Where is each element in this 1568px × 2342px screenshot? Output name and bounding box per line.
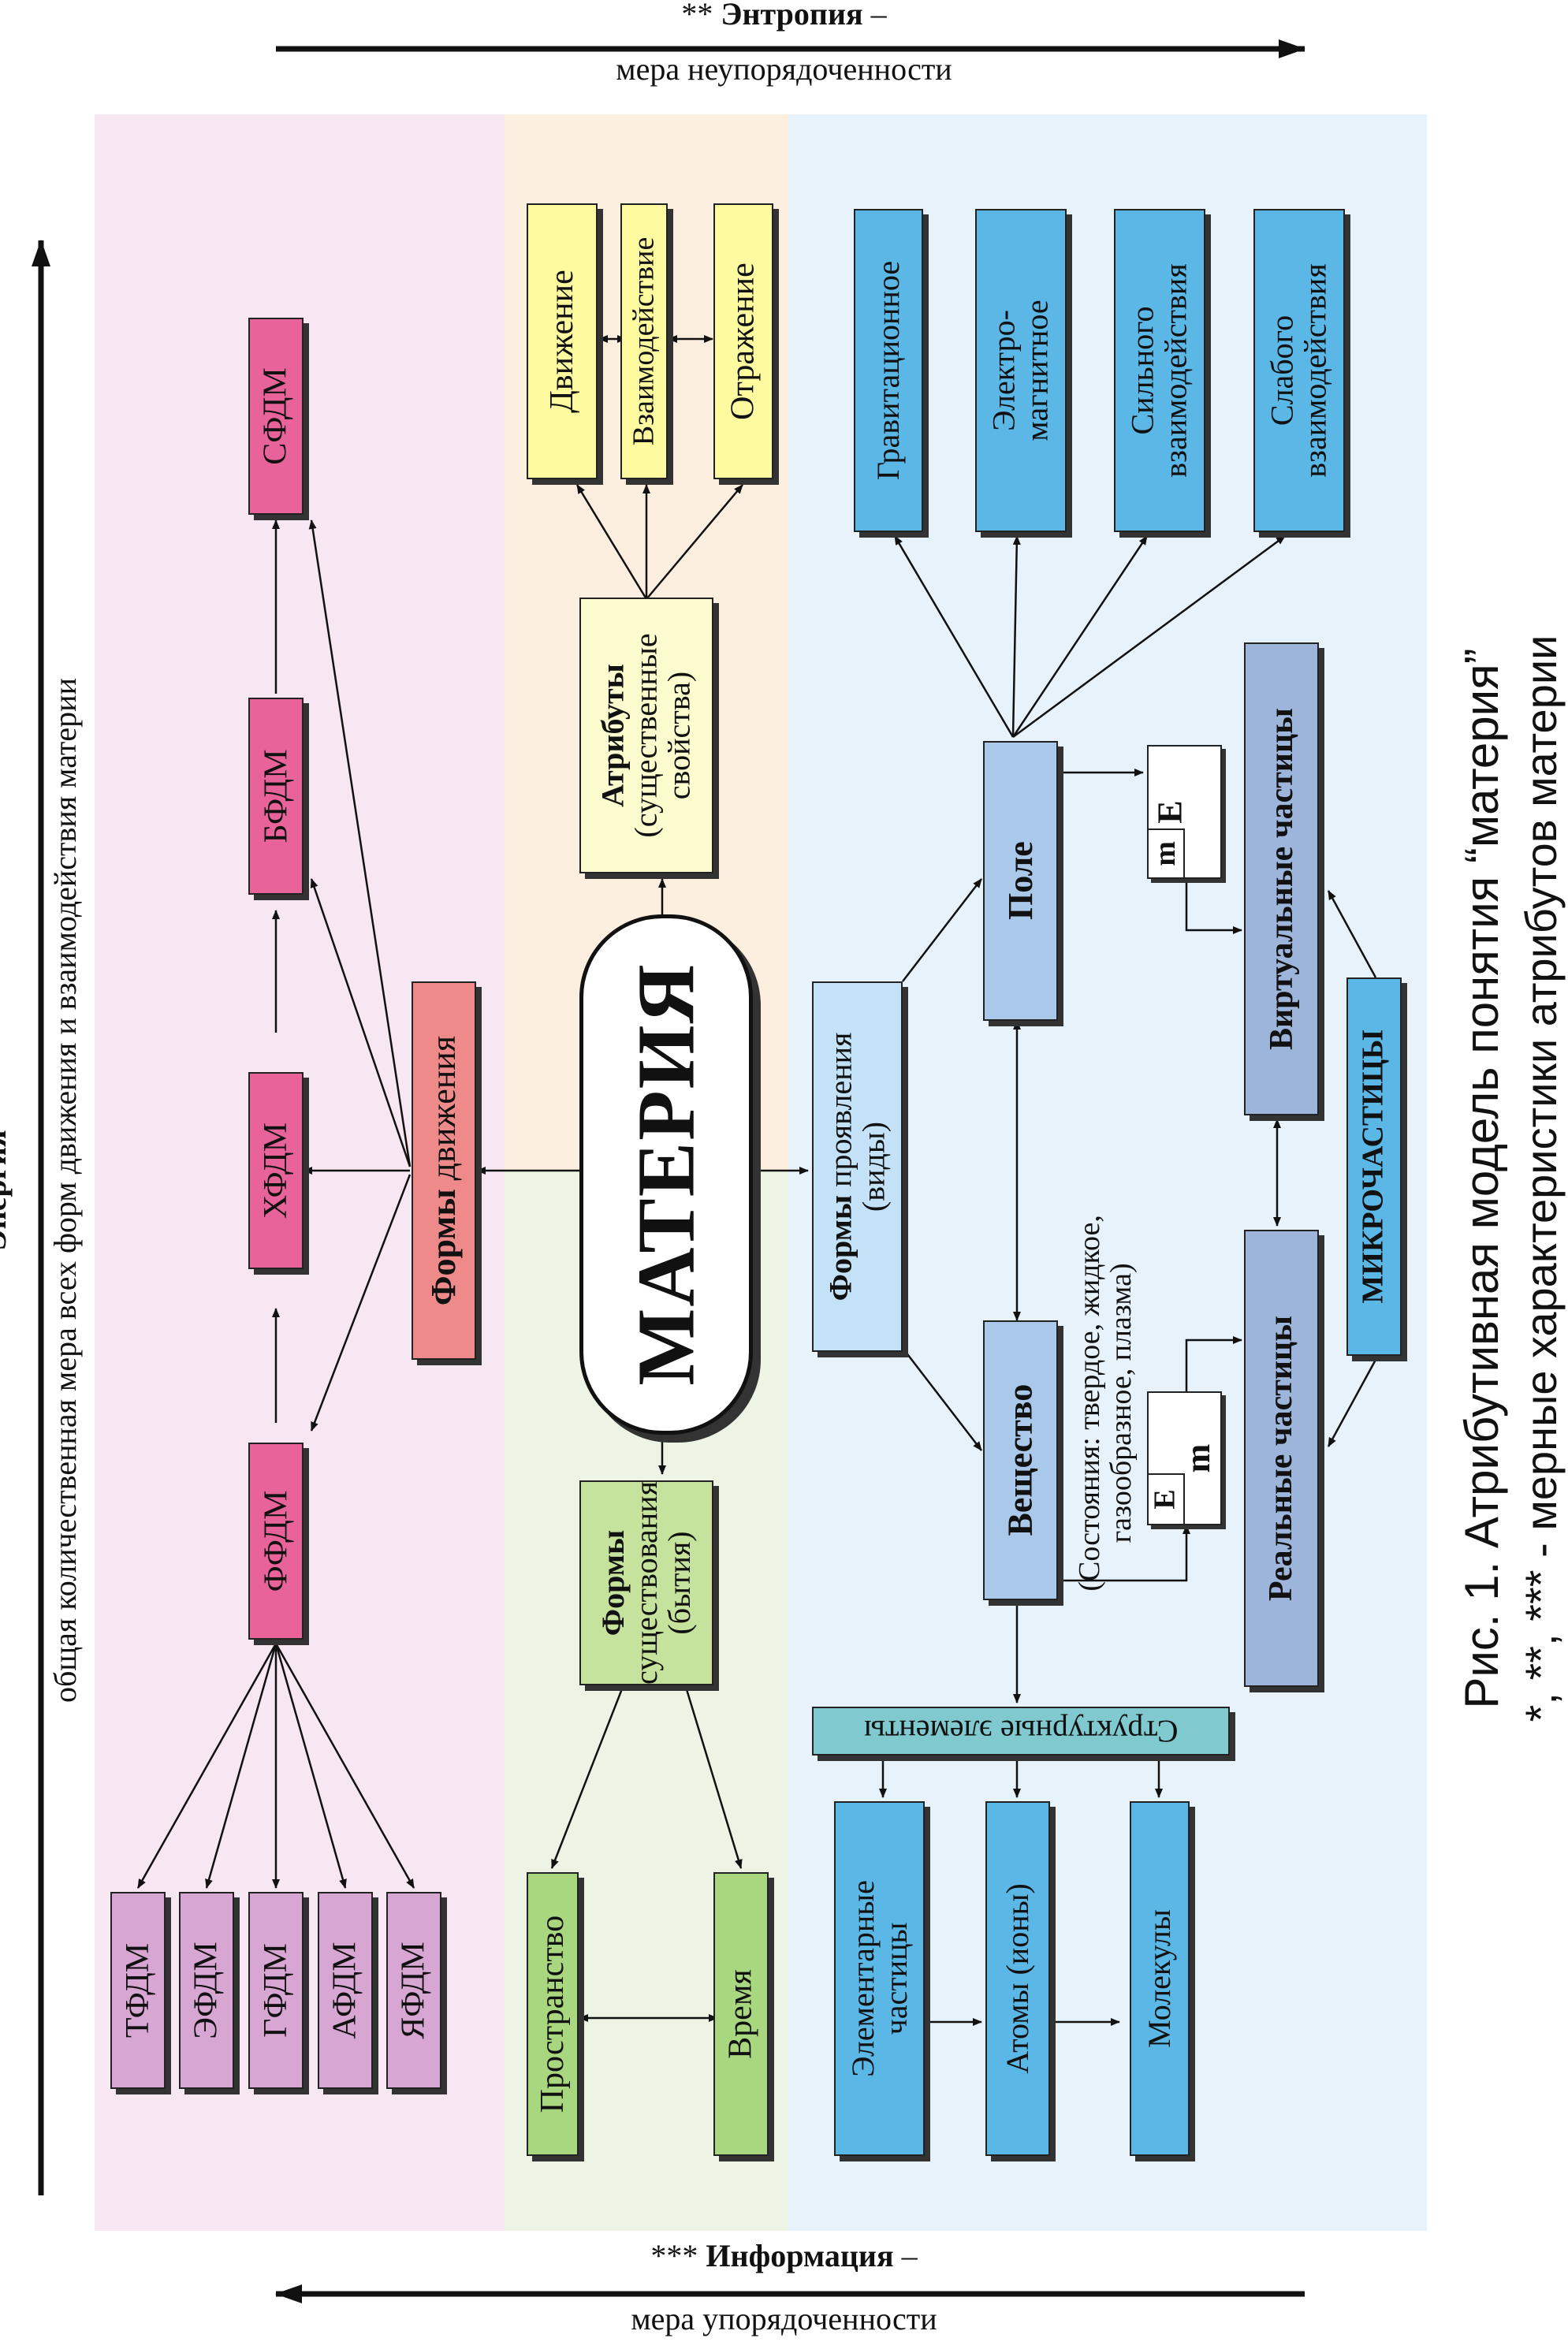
structure-molecules: Молекулы (1130, 1801, 1190, 2156)
matter-center-node: МАТЕРИЯ (579, 914, 753, 1435)
motion-form-label: ЯФДМ (395, 1942, 432, 2039)
substance-states: (Состояния: твердое, жидкое, газообразно… (1068, 1215, 1143, 1592)
motion-form-gfdm: ГФДМ (248, 1892, 304, 2089)
structure-label: Молекулы (1142, 1909, 1178, 2048)
attributes-box: Атрибуты (существенные свойства) (579, 598, 713, 873)
existence-subtitle-2: (бытия) (661, 1531, 698, 1635)
microparticles-label: МИКРОЧАСТИЦЫ (1357, 1030, 1391, 1304)
motion-form-label: БФДМ (257, 749, 294, 843)
motion-form-tfdm: ТФДМ (110, 1892, 166, 2089)
figure-caption: Рис. 1. Атрибутивная модель понятия “мат… (1454, 75, 1568, 2282)
manifestation-title: Формы проявления (822, 1032, 858, 1301)
microparticles-box: МИКРОЧАСТИЦЫ (1346, 977, 1402, 1356)
forms-of-motion-label: Формы движения (423, 1035, 463, 1306)
existence-subtitle-1: существования (628, 1481, 665, 1685)
motion-form-label: ФФДМ (257, 1490, 294, 1592)
forms-of-existence-box: Формы существования (бытия) (579, 1480, 713, 1685)
interaction-electromagnetic: Электро-магнитное (975, 209, 1067, 532)
information-axis-title: *** Информация – (650, 2238, 918, 2273)
motion-form-label: СФДМ (257, 367, 294, 465)
manifestation-subtitle: (виды) (855, 1121, 892, 1212)
motion-form-label: ЭФДМ (188, 1942, 225, 2039)
energy-small-box: E (1149, 1473, 1185, 1524)
mass-small-box: m (1149, 828, 1185, 877)
caption-note: *, **, *** - мерные характеристики атриб… (1516, 635, 1566, 1722)
forms-of-motion-box: Формы движения (412, 981, 476, 1360)
energy-symbol-small: E (1149, 1489, 1183, 1510)
existence-item-label: Пространство (534, 1915, 571, 2113)
interaction-label: Гравитационное (870, 260, 906, 481)
motion-form-yafdm: ЯФДМ (386, 1892, 441, 2089)
attribute-motion: Движение (527, 203, 598, 479)
motion-form-sfdm: СФДМ (248, 318, 304, 515)
attribute-label: Взаимодействие (627, 236, 661, 446)
motion-form-ffdm: ФФДМ (248, 1443, 304, 1640)
motion-form-label: ГФДМ (257, 1943, 294, 2038)
attributes-title: Атрибуты (595, 664, 631, 807)
entropy-axis-title: ** Энтропия – (681, 0, 887, 32)
manifestation-label: Формы проявления (виды) (822, 1032, 892, 1301)
mass-symbol: m (1149, 841, 1183, 866)
virtual-particles-label: Виртуальные частицы (1263, 708, 1300, 1050)
real-particles-box: Реальные частицы (1244, 1230, 1319, 1687)
attribute-reflection: Отражение (713, 203, 773, 479)
existence-item-label: Время (722, 1969, 759, 2059)
motion-form-efdm: ЭФДМ (179, 1892, 234, 2089)
field-label: Поле (1000, 841, 1040, 921)
attribute-label: Движение (543, 270, 580, 413)
substance-states-line-2: газообразное, плазма) (1104, 1263, 1138, 1543)
matter-label: МАТЕРИЯ (620, 962, 712, 1387)
motion-form-bfdm: БФДМ (248, 698, 304, 895)
existence-label: Формы существования (бытия) (595, 1481, 698, 1685)
structural-elements-label: Структурные элементы (863, 1713, 1179, 1749)
attributes-label: Атрибуты (существенные свойства) (595, 633, 697, 838)
interaction-gravitational: Гравитационное (854, 209, 923, 532)
motion-form-label: ХФДМ (257, 1122, 294, 1219)
mass-symbol-large: m (1178, 1443, 1217, 1473)
energy-mass-field-box: E m (1147, 745, 1222, 879)
energy-axis-label: * Энергия – общая количественная мера вс… (0, 47, 83, 2333)
structure-label: Атомы (ионы) (1000, 1883, 1036, 2074)
substance-states-line-1: (Состояния: твердое, жидкое, (1072, 1215, 1106, 1592)
attribute-interaction: Взаимодействие (620, 203, 668, 479)
mass-energy-substance-box: m E (1147, 1391, 1222, 1525)
energy-axis-title: * Энергия – (0, 1106, 13, 1274)
existence-space: Пространство (527, 1872, 579, 2156)
existence-title: Формы (595, 1529, 631, 1636)
forms-of-manifestation-box: Формы проявления (виды) (812, 981, 903, 1352)
structure-atoms: Атомы (ионы) (985, 1801, 1050, 2156)
real-particles-label: Реальные частицы (1263, 1315, 1300, 1602)
substance-label: Вещество (1000, 1384, 1040, 1536)
attribute-label: Отражение (724, 262, 762, 420)
existence-time: Время (713, 1872, 769, 2156)
motion-form-label: АФДМ (326, 1942, 363, 2039)
energy-symbol: E (1150, 800, 1190, 824)
attributes-subtitle-1: (существенные (628, 633, 664, 838)
information-axis-description: мера упорядоченности (631, 2301, 937, 2336)
structural-elements-bar: Структурные элементы (812, 1707, 1230, 1756)
entropy-axis-description: мера неупорядоченности (616, 51, 952, 87)
substance-box: Вещество (983, 1320, 1058, 1600)
substance-states-text: (Состояния: твердое, жидкое, газообразно… (1072, 1215, 1138, 1592)
interaction-label: Электро-магнитное (986, 300, 1056, 441)
field-box: Поле (983, 741, 1058, 1021)
motion-form-hfdm: ХФДМ (248, 1072, 304, 1269)
virtual-particles-box: Виртуальные частицы (1244, 642, 1319, 1115)
attributes-subtitle-2: свойства) (661, 671, 697, 800)
motion-form-label: ТФДМ (119, 1942, 156, 2039)
energy-axis-description: общая количественная мера всех форм движ… (47, 678, 83, 1703)
motion-form-afdm: АФДМ (318, 1892, 373, 2089)
caption-title: Рис. 1. Атрибутивная модель понятия “мат… (1455, 648, 1508, 1709)
